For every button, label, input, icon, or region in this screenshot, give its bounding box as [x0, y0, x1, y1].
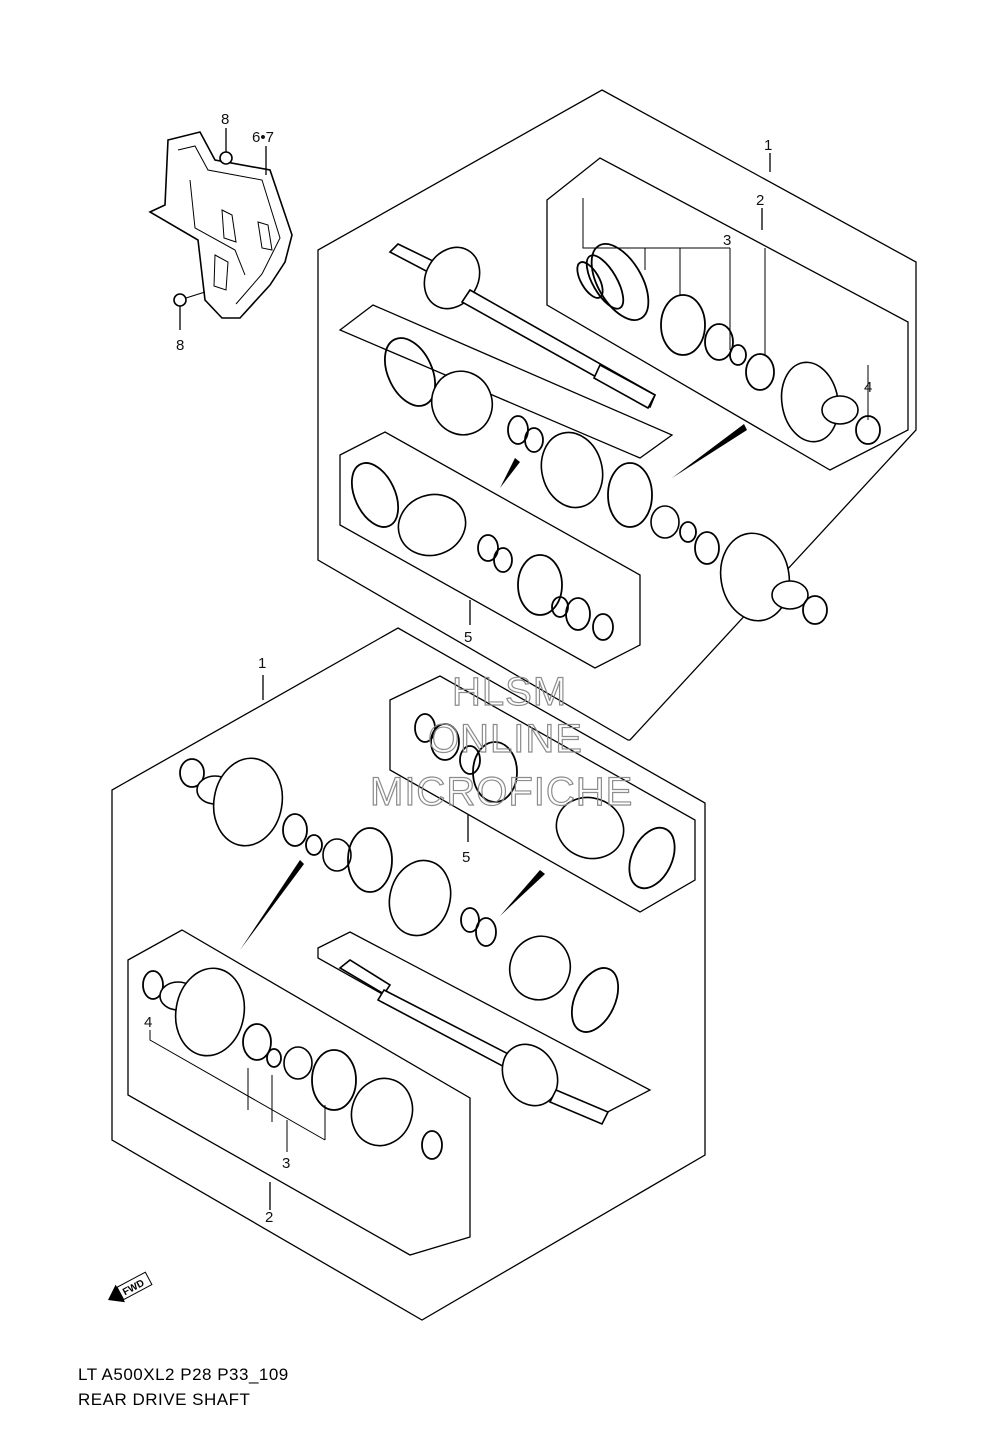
bolt-bottom [173, 291, 206, 330]
watermark: HLSM ONLINE MICROFICHE [369, 669, 633, 814]
diagram-code: LT A500XL2 P28 P33_109 [78, 1365, 289, 1384]
upper-boot-set-outline [338, 304, 674, 669]
upper-joint-set-outline [546, 157, 909, 471]
callout-bracket-bolt-top: 8 [221, 111, 229, 128]
upper-circlip-leaders [582, 198, 869, 420]
upper-boot-set-parts [350, 337, 828, 641]
lower-boot-set-parts [414, 713, 676, 890]
callout-lower-assembly: 1 [258, 655, 266, 672]
callout-upper-boot-set: 5 [464, 629, 472, 646]
lower-axle-shaft [338, 959, 610, 1126]
upper-assembly-outline [317, 89, 917, 741]
callout-bracket-bolt-bottom: 8 [176, 337, 184, 354]
callout-bracket-cover: 6•7 [252, 129, 274, 146]
lower-assembly-outline [111, 627, 706, 1321]
watermark-line-1: HLSM [452, 670, 567, 714]
shaft-guard-bracket [148, 131, 293, 319]
lower-boot-set-outline [317, 675, 696, 1117]
callout-upper-joint-set: 2 [756, 192, 764, 209]
lower-joint-set-parts [142, 967, 443, 1160]
upper-axle-shaft [388, 243, 657, 410]
callout-lower-ring: 4 [144, 1014, 152, 1031]
callout-upper-circlip: 3 [723, 232, 731, 249]
callout-upper-ring: 4 [864, 379, 872, 396]
watermark-line-2: ONLINE [428, 717, 583, 761]
upper-direction-arrows [500, 424, 747, 488]
watermark-line-3: MICROFICHE [370, 770, 633, 814]
lower-direction-arrows [240, 860, 545, 950]
callout-lower-joint-set: 2 [265, 1209, 273, 1226]
lower-outer-joint [179, 757, 620, 1033]
callout-lower-circlip: 3 [282, 1155, 290, 1172]
bolt-top [219, 128, 233, 165]
diagram-title: REAR DRIVE SHAFT [78, 1390, 251, 1409]
lower-joint-set-outline [127, 929, 471, 1256]
lower-circlip-leaders [149, 1030, 326, 1152]
callout-upper-assembly: 1 [764, 137, 772, 154]
fwd-arrow-icon: FWD [108, 1271, 153, 1303]
fwd-label: FWD [121, 1278, 146, 1298]
callout-lower-boot-set: 5 [462, 849, 470, 866]
upper-inner-boot [576, 243, 881, 445]
